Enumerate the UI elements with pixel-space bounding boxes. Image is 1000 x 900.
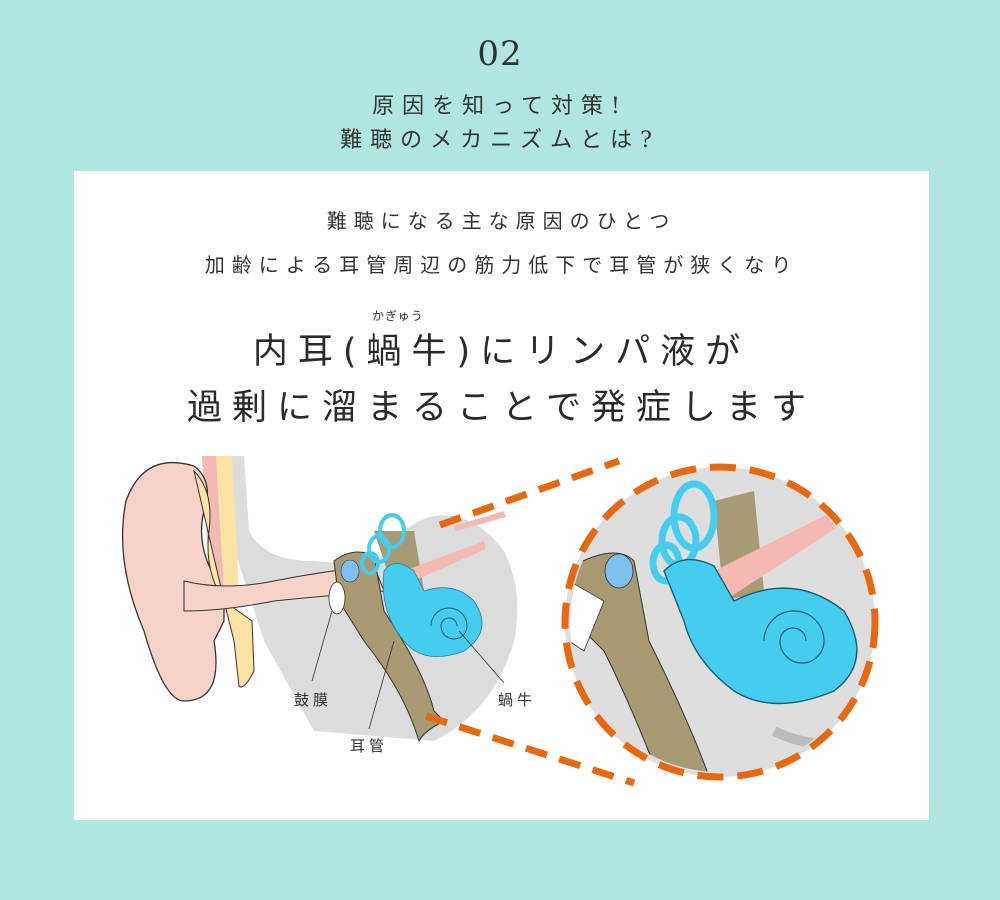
section-number: 02 (477, 34, 523, 74)
magnified-cochlea (663, 558, 858, 705)
main-statement-line2: 過剰に溜まることで発症します (187, 388, 816, 428)
label-cochlea: 蝸牛 (498, 691, 537, 709)
section-title-line1: 原因を知って対策! (372, 94, 628, 119)
label-eardrum: 鼓膜 (294, 691, 333, 709)
outer-ear (121, 461, 225, 702)
ear-anatomy-illustration (121, 456, 879, 787)
semicircular-canals (360, 513, 406, 575)
content-card: 難聴になる主な原因のひとつ 加齢による耳管周辺の筋力低下で耳管が狭くなり かぎゅ… (74, 171, 929, 820)
subtitle-line2: 加齢による耳管周辺の筋力低下で耳管が狭くなり (204, 253, 799, 277)
ruby-annotation: かぎゅう (372, 309, 424, 323)
section-title-line2: 難聴のメカニズムとは? (340, 128, 660, 153)
eardrum (328, 581, 346, 615)
main-statement-line1: 内耳(蝸牛)にリンパ液が (252, 332, 751, 372)
subtitle-line1: 難聴になる主な原因のひとつ (326, 209, 677, 233)
label-eustachian-tube: 耳管 (350, 737, 389, 755)
cochlea-shape (382, 563, 483, 657)
